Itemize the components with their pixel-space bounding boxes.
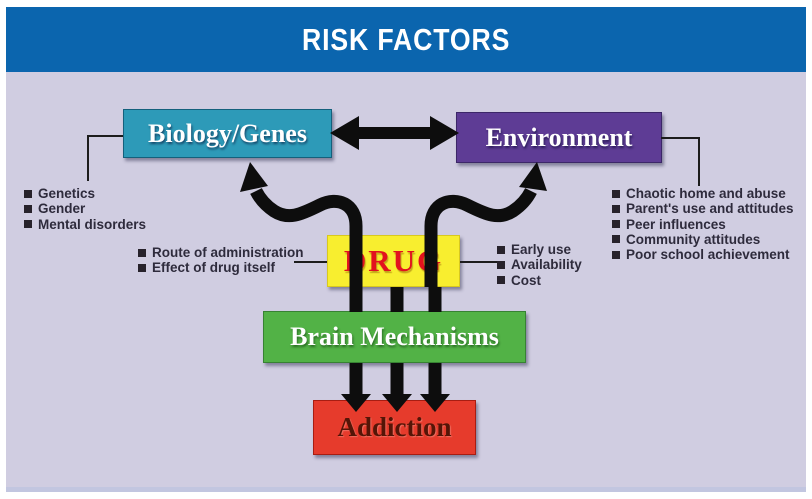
square-bullet-icon: [497, 276, 505, 285]
list-item: Effect of drug itself: [138, 260, 304, 275]
list-item: Poor school achievement: [612, 247, 794, 262]
list-item: Route of administration: [138, 245, 304, 260]
environment-factor-list: Chaotic home and abuse Parent's use and …: [612, 186, 794, 262]
square-bullet-icon: [612, 250, 620, 259]
list-item: Peer influences: [612, 217, 794, 232]
square-bullet-icon: [497, 260, 505, 269]
list-item: Gender: [24, 201, 146, 216]
list-item: Cost: [497, 273, 582, 288]
square-bullet-icon: [612, 189, 620, 198]
square-bullet-icon: [138, 263, 146, 272]
biology-factor-list: Genetics Gender Mental disorders: [24, 186, 146, 232]
list-item: Community attitudes: [612, 232, 794, 247]
list-item: Parent's use and attitudes: [612, 201, 794, 216]
environment-box: Environment: [456, 112, 662, 163]
addiction-label: Addiction: [337, 412, 452, 442]
square-bullet-icon: [612, 204, 620, 213]
square-bullet-icon: [138, 248, 146, 257]
drug-box: DRUG: [327, 235, 460, 287]
square-bullet-icon: [24, 204, 32, 213]
list-item: Early use: [497, 242, 582, 257]
square-bullet-icon: [612, 235, 620, 244]
square-bullet-icon: [24, 189, 32, 198]
list-item: Mental disorders: [24, 217, 146, 232]
addiction-box: Addiction: [313, 400, 476, 455]
square-bullet-icon: [497, 245, 505, 254]
brain-mechanisms-box: Brain Mechanisms: [263, 311, 526, 363]
drug-label: DRUG: [343, 243, 444, 278]
biology-genes-label: Biology/Genes: [148, 118, 307, 148]
list-item: Availability: [497, 257, 582, 272]
environment-label: Environment: [485, 122, 633, 152]
page-title: RISK FACTORS: [301, 21, 511, 57]
square-bullet-icon: [612, 220, 620, 229]
drug-right-factor-list: Early use Availability Cost: [497, 242, 582, 288]
drug-left-factor-list: Route of administration Effect of drug i…: [138, 245, 304, 276]
list-item: Genetics: [24, 186, 146, 201]
list-item: Chaotic home and abuse: [612, 186, 794, 201]
header-bar: RISK FACTORS: [6, 7, 806, 75]
square-bullet-icon: [24, 220, 32, 229]
brain-mechanisms-label: Brain Mechanisms: [290, 322, 499, 351]
biology-genes-box: Biology/Genes: [123, 109, 332, 158]
